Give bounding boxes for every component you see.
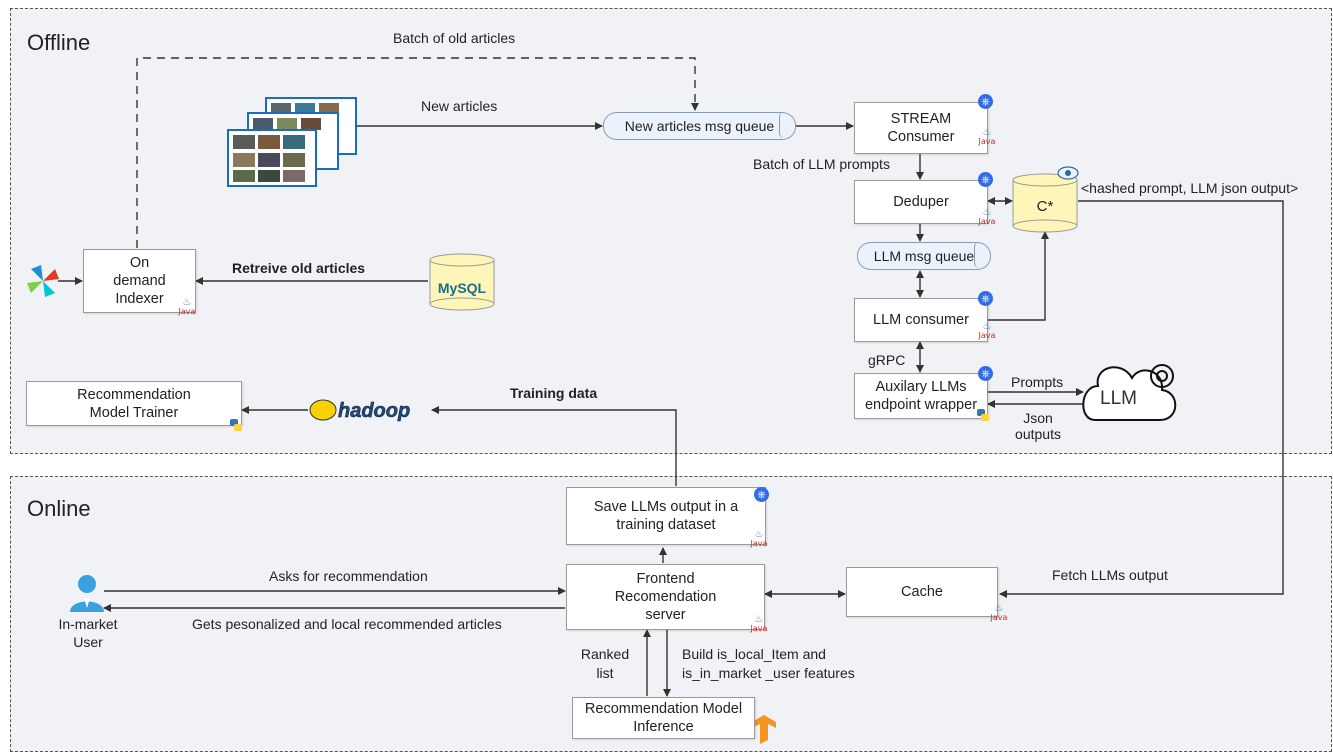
stream-consumer-label: STREAM Consumer [887, 111, 955, 145]
java-icon: ♨Java [178, 297, 196, 316]
kubernetes-icon: ⎈ [978, 291, 993, 306]
edge-batch-old-articles [136, 57, 699, 248]
edge-cstar-to-cache [999, 200, 1284, 598]
label-build-features: Build is_local_Item and is_in_market _us… [682, 646, 855, 681]
rec-model-trainer-box[interactable]: Recommendation Model Trainer [26, 381, 242, 426]
kubernetes-icon: ⎈ [978, 366, 993, 381]
llm-msg-queue-label: LLM msg queue [873, 248, 975, 264]
label-training-data: Training data [510, 385, 598, 401]
mysql-label: MySQL [437, 280, 487, 296]
java-icon: ♨Java [990, 603, 1008, 622]
new-articles-msg-queue[interactable]: New articles msg queue [603, 112, 796, 140]
java-icon: ♨Java [750, 529, 768, 548]
label-retrieve-old: Retreive old articles [232, 260, 366, 276]
airflow-icon [27, 265, 59, 297]
on-demand-indexer-box[interactable]: On demand Indexer [83, 249, 196, 313]
label-prompts: Prompts [1011, 374, 1064, 390]
python-icon [230, 419, 242, 431]
edge-llmconsumer-cstar [988, 231, 1049, 321]
user-icon [70, 575, 104, 612]
new-articles-queue-label: New articles msg queue [624, 118, 775, 134]
cache-box[interactable]: Cache [846, 567, 998, 617]
label-hashed-prompt: <hashed prompt, LLM json output> [1081, 180, 1299, 196]
mysql-store [429, 253, 495, 311]
frontend-server-label: Frontend Recomendation server [614, 571, 717, 623]
save-llm-output-box[interactable]: Save LLMs output in a training dataset [566, 487, 766, 545]
edge-training-data [431, 406, 677, 486]
java-icon: ♨Java [978, 207, 996, 226]
llm-cloud-label: LLM [1100, 388, 1137, 409]
eye-icon [1057, 166, 1079, 180]
aux-llm-wrapper-box[interactable]: Auxilary LLMs endpoint wrapper [854, 373, 988, 419]
java-icon: ♨Java [750, 614, 768, 633]
cache-label: Cache [901, 584, 943, 600]
articles-stack-icon [227, 97, 357, 187]
llm-msg-queue[interactable]: LLM msg queue [857, 242, 991, 270]
cassandra-label: C* [1036, 198, 1054, 215]
stream-consumer-box[interactable]: STREAM Consumer [854, 102, 988, 154]
save-llm-output-label: Save LLMs output in a training dataset [593, 499, 739, 533]
llm-consumer-box[interactable]: LLM consumer [854, 298, 988, 342]
label-gets-rec: Gets pesonalized and local recommended a… [192, 616, 502, 632]
rec-model-inference-box[interactable]: Recommendation Model Inference [572, 697, 755, 739]
kubernetes-icon: ⎈ [754, 487, 769, 502]
label-asks-rec: Asks for recommendation [269, 568, 428, 584]
deduper-box[interactable]: Deduper [854, 180, 988, 224]
deduper-label: Deduper [893, 194, 949, 210]
offline-zone-title: Offline [27, 30, 91, 55]
label-ranked-list: Ranked list [580, 646, 630, 681]
aux-llm-wrapper-label: Auxilary LLMs endpoint wrapper [864, 379, 978, 413]
java-icon: ♨Java [978, 321, 996, 340]
python-icon [977, 409, 989, 421]
online-zone-title: Online [27, 496, 91, 521]
openai-icon [1150, 364, 1174, 388]
llm-consumer-label: LLM consumer [873, 312, 969, 328]
user-label: In-market User [58, 616, 118, 650]
frontend-server-box[interactable]: Frontend Recomendation server [566, 564, 765, 630]
label-json-outputs: Json outputs [1015, 410, 1061, 442]
label-new-articles: New articles [421, 98, 498, 114]
cassandra-store [1012, 173, 1078, 233]
hadoop-icon [309, 399, 337, 421]
label-grpc: gRPC [868, 352, 906, 368]
tensorflow-icon [752, 715, 776, 744]
kubernetes-icon: ⎈ [978, 172, 993, 187]
label-batch-old-articles: Batch of old articles [393, 30, 516, 46]
kubernetes-icon: ⎈ [978, 94, 993, 109]
rec-model-trainer-label: Recommendation Model Trainer [77, 386, 191, 421]
hadoop-label: hadoop [338, 400, 411, 423]
on-demand-indexer-label: On demand Indexer [113, 255, 166, 307]
label-fetch-llm: Fetch LLMs output [1052, 567, 1168, 583]
label-batch-llm-prompts: Batch of LLM prompts [753, 156, 890, 172]
java-icon: ♨Java [978, 127, 996, 146]
rec-model-inference-label: Recommendation Model Inference [584, 701, 743, 735]
